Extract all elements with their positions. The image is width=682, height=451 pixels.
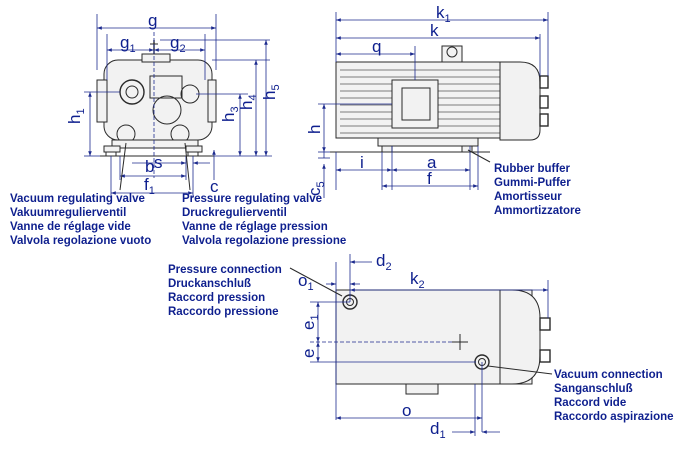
side-view-dimensions: k1 k q h c5 i a f: [305, 3, 549, 198]
dim-d2: d2: [376, 251, 392, 273]
pressure-connection-label: Pressure connection: [168, 264, 282, 276]
dim-e1: e1: [299, 314, 321, 330]
front-view: [96, 40, 217, 157]
top-view: [335, 289, 551, 395]
dim-c5: c5: [305, 181, 327, 196]
dim-k: k: [430, 21, 439, 40]
dim-h5: h5: [260, 84, 282, 100]
dim-g2: g2: [170, 33, 186, 55]
dim-h3: h3: [219, 106, 241, 122]
dim-s: s: [154, 153, 163, 172]
dim-h1: h1: [65, 108, 87, 124]
dim-a: a: [427, 153, 437, 172]
vacuum-valve-label-fr: Vanne de réglage vide: [10, 221, 131, 233]
vacuum-connection-label-de: Sanganschluß: [554, 383, 633, 395]
rubber-buffer-label-de: Gummi-Puffer: [494, 177, 571, 189]
dim-h: h: [305, 125, 324, 134]
dim-g1: g1: [120, 33, 136, 55]
rubber-buffer-label-fr: Amortisseur: [494, 191, 562, 203]
dim-q: q: [372, 37, 381, 56]
dim-c: c: [210, 177, 219, 196]
dim-d1: d1: [430, 419, 446, 441]
pressure-connection-label-fr: Raccord pression: [168, 292, 265, 304]
pressure-connection-label-de: Druckanschluß: [168, 278, 251, 290]
dim-h4: h4: [237, 94, 259, 110]
dim-b: b: [145, 157, 154, 176]
dim-f: f: [427, 169, 432, 188]
dim-o1: o1: [298, 271, 314, 293]
pressure-valve-label: Pressure regulating valve: [182, 193, 322, 205]
dim-f1: f1: [144, 175, 155, 197]
dim-o: o: [402, 401, 411, 420]
rubber-buffer-label-it: Ammortizzatore: [494, 205, 581, 217]
rubber-buffer-label: Rubber buffer: [494, 163, 571, 175]
vacuum-valve-label-de: Vakuumregulierventil: [10, 207, 126, 219]
dim-k1: k1: [436, 3, 451, 25]
side-view: [330, 45, 549, 153]
pressure-connection-label-it: Raccordo pressione: [168, 306, 279, 318]
dim-i: i: [360, 153, 364, 172]
top-view-dimensions: d2 o1 k2 e1 e o d1: [289, 251, 553, 441]
vacuum-valve-label: Vacuum regulating valve: [10, 193, 145, 205]
vacuum-connection-label-it: Raccordo aspirazione: [554, 411, 674, 423]
vacuum-connection-label: Vacuum connection: [554, 369, 663, 381]
vacuum-valve-label-it: Valvola regolazione vuoto: [10, 235, 151, 247]
dim-g: g: [148, 11, 157, 30]
dim-k2: k2: [410, 269, 425, 291]
vacuum-connection-label-fr: Raccord vide: [554, 397, 626, 409]
pressure-valve-label-de: Druckregulierventil: [182, 207, 287, 219]
front-view-dimensions: g g1 g2 h1 h3 h4 h5 b s: [65, 11, 282, 198]
pressure-valve-label-fr: Vanne de réglage pression: [182, 221, 328, 233]
dim-e: e: [299, 349, 318, 358]
pressure-valve-label-it: Valvola regolazione pressione: [182, 235, 346, 247]
